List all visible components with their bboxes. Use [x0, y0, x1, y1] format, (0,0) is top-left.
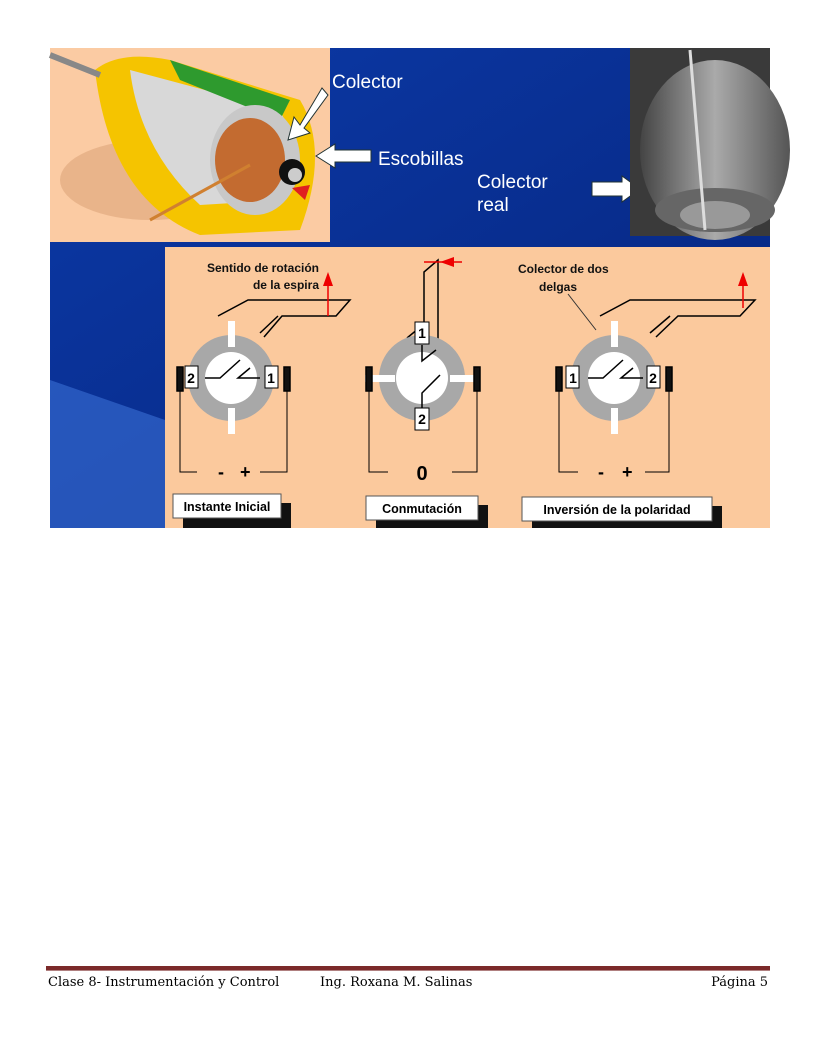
- svg-text:Inversión de la polaridad: Inversión de la polaridad: [543, 503, 690, 517]
- annotation-colector-dos-2: delgas: [539, 280, 577, 294]
- svg-text:Conmutación: Conmutación: [382, 502, 462, 516]
- segment-label: 2: [649, 370, 657, 386]
- minus-sign: -: [598, 462, 604, 482]
- minus-sign: -: [218, 462, 224, 482]
- segment-label: 2: [418, 411, 426, 427]
- label-colector: Colector: [332, 72, 403, 93]
- caption-conmutacion: Conmutación: [365, 495, 488, 528]
- annotation-colector-dos-1: Colector de dos: [518, 262, 609, 276]
- footer-author: Ing. Roxana M. Salinas: [320, 975, 473, 990]
- label-escobillas: Escobillas: [378, 149, 464, 170]
- segment-label: 1: [569, 370, 577, 386]
- diagram-inversion-polaridad: [555, 272, 757, 473]
- plus-sign: +: [240, 462, 251, 482]
- annotation-sentido-1: Sentido de rotación: [207, 261, 319, 275]
- footer-page-number: Página 5: [711, 975, 768, 990]
- plus-sign: +: [622, 462, 633, 482]
- label-colector-real-1: Colector: [477, 172, 548, 193]
- diagram-conmutacion: [365, 257, 481, 473]
- label-colector-real-2: real: [477, 195, 509, 216]
- caption-inversion-polaridad: Inversión de la polaridad: [521, 496, 722, 528]
- footer-course: Clase 8- Instrumentación y Control: [48, 975, 280, 990]
- motor-cutaway-illustration: [48, 48, 330, 242]
- colector-arrow-icon: [287, 87, 329, 141]
- caption-instante-inicial: Instante Inicial: [172, 493, 291, 528]
- zero-voltage: 0: [416, 463, 427, 485]
- svg-text:Instante Inicial: Instante Inicial: [184, 500, 271, 514]
- footer-divider: [46, 966, 770, 971]
- diagram-instante-inicial: [176, 272, 352, 473]
- dc-motor-commutator-figure: Colector Escobillas Colector real Sentid…: [48, 48, 790, 528]
- segment-label: 1: [418, 325, 426, 341]
- segment-label: 1: [267, 370, 275, 386]
- annotation-sentido-2: de la espira: [253, 278, 319, 292]
- escobillas-arrow-icon: [315, 143, 372, 169]
- real-commutator-photo: [630, 48, 790, 240]
- segment-label: 2: [187, 370, 195, 386]
